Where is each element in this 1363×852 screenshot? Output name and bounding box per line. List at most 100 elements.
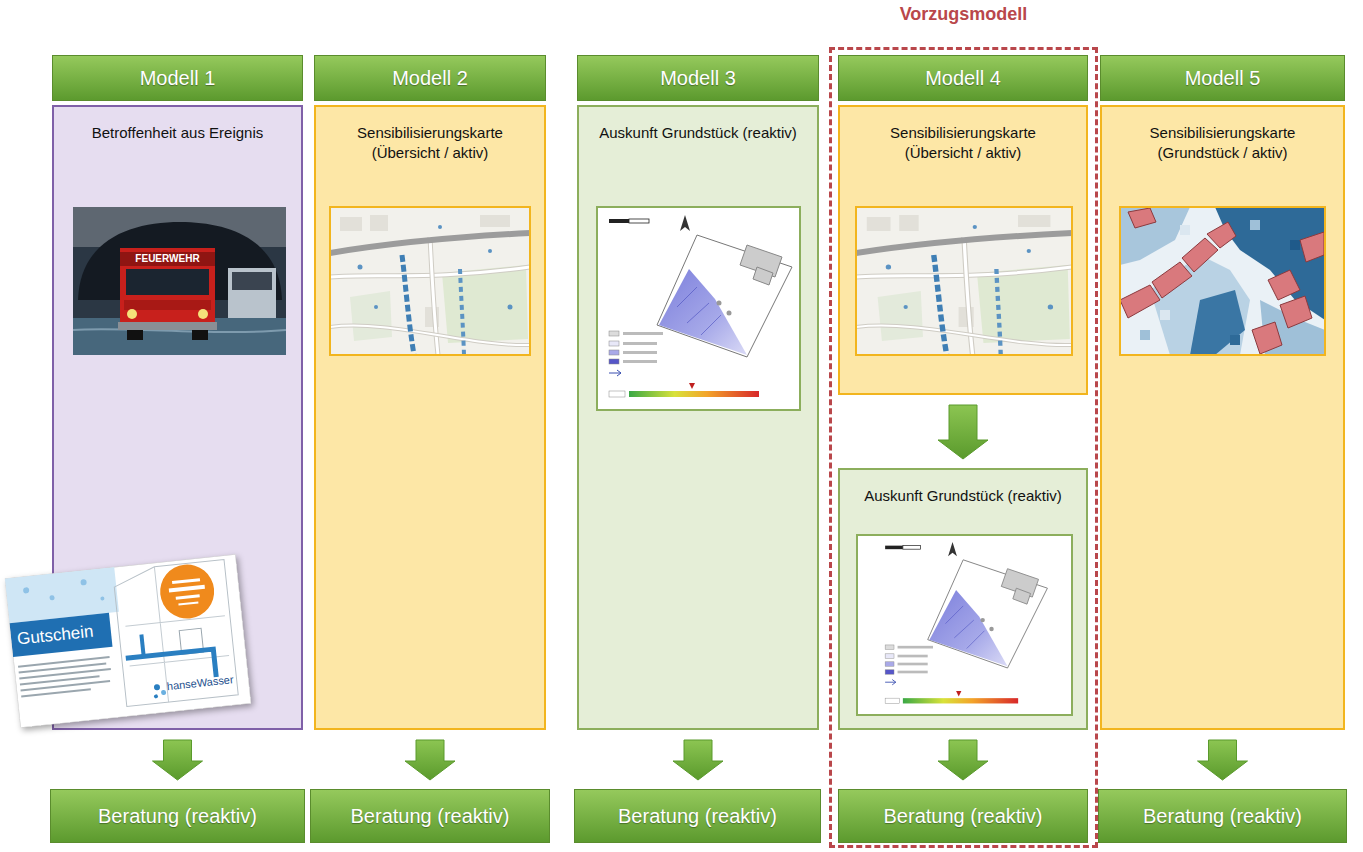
illustration-rect: [21, 688, 91, 697]
map-panel: Sensibilisierungskarte (Übersicht / akti…: [314, 105, 546, 730]
illustration-rect: [169, 585, 205, 593]
illustration-rect: [118, 322, 217, 330]
flow-arrow: [938, 740, 988, 780]
illustration-circle: [127, 309, 137, 319]
illustration-path: [78, 222, 282, 300]
illustration-path: [1215, 207, 1325, 320]
illustration-circle: [23, 587, 30, 594]
header-text: Modell 5: [1185, 67, 1261, 90]
model-header: Modell 2: [314, 55, 546, 101]
box-text: Beratung (reaktiv): [618, 805, 777, 828]
flow-arrow: [153, 740, 203, 780]
panel-title: Betroffenheit aus Ereignis: [75, 123, 281, 143]
model-header: Modell 4: [838, 55, 1088, 101]
illustration-circle: [49, 595, 54, 600]
illustration-circle: [161, 690, 166, 695]
illustration-circle: [100, 596, 104, 600]
consulting-box: Beratung (reaktiv): [310, 789, 550, 843]
map-panel: Sensibilisierungskarte (Grundstück / akt…: [1100, 105, 1345, 730]
map-overview: [330, 207, 530, 355]
illustration-path: [1182, 238, 1218, 272]
illustration-rect: [1250, 220, 1260, 230]
illustration-rect: [330, 207, 530, 355]
flow-arrow: [405, 740, 455, 780]
illustration-rect: [232, 272, 272, 290]
illustration-path: [1280, 296, 1312, 328]
preferred-model-frame: VorzugsmodellModell 4Sensibilisierungska…: [829, 47, 1098, 848]
illustration-circle: [154, 684, 161, 691]
illustration-circle: [80, 579, 87, 586]
panel-title: Sensibilisierungskarte (Übersicht / akti…: [860, 123, 1066, 162]
illustration-rect: [1120, 207, 1325, 355]
illustration-rect: [20, 680, 110, 691]
map-panel: Sensibilisierungskarte (Übersicht / akti…: [838, 105, 1088, 395]
consulting-box: Beratung (reaktiv): [50, 789, 305, 843]
illustration-path: [1190, 290, 1245, 355]
panel-title: Sensibilisierungskarte (Übersicht / akti…: [327, 123, 533, 162]
flow-arrow: [938, 405, 988, 459]
box-text: Beratung (reaktiv): [1143, 805, 1302, 828]
model-header: Modell 3: [577, 55, 819, 101]
illustration-rect: [228, 268, 276, 318]
illustration-rect: [127, 330, 143, 340]
illustration-path: [1128, 208, 1156, 228]
illustration-rect: [73, 318, 286, 355]
illustration-path: [1120, 207, 1190, 265]
voucher-card: GutscheinhanseWasser: [5, 554, 251, 727]
illustration-path: [1150, 255, 1250, 355]
flow-arrow: [1198, 740, 1248, 780]
illustration-path: [1260, 300, 1325, 355]
illustration-use: [609, 215, 792, 397]
consulting-box: Beratung (reaktiv): [574, 789, 821, 843]
header-text: Modell 3: [660, 67, 736, 90]
illustration-use: [856, 207, 1072, 355]
map-overview: [856, 207, 1072, 355]
illustration-path: [73, 329, 286, 332]
illustration-rect: [9, 613, 112, 657]
illustration-path: [1268, 270, 1300, 300]
illustration-rect: [1160, 310, 1170, 320]
illustration-path: [1152, 262, 1192, 298]
illustration-circle: [198, 309, 208, 319]
model-header: Modell 5: [1100, 55, 1345, 101]
box-text: Beratung (reaktiv): [884, 805, 1043, 828]
illustration-rect: [1230, 335, 1240, 345]
illustration-rect: [856, 207, 1072, 355]
vehicle-lettering: FEUERWEHR: [120, 252, 215, 266]
illustration-g: [1120, 208, 1324, 354]
frame-title: Vorzugsmodell: [832, 4, 1095, 25]
parcel-risk-map: [1120, 207, 1325, 355]
panel-title: Sensibilisierungskarte (Grundstück / akt…: [1120, 123, 1326, 162]
plot-map: [857, 535, 1072, 715]
illustration-rect: [73, 207, 286, 355]
illustration-rect: [597, 207, 800, 410]
illustration-path: [1300, 232, 1324, 262]
model-header: Modell 1: [52, 55, 303, 101]
illustration-path: [141, 635, 143, 657]
illustration-path: [1207, 222, 1236, 248]
label-holder: FEUERWEHR: [120, 252, 215, 266]
box-text: Beratung (reaktiv): [98, 805, 257, 828]
illustration-rect: [172, 578, 200, 584]
illustration-rect: [19, 662, 107, 673]
box-text: Beratung (reaktiv): [351, 805, 510, 828]
illustration-rect: [1180, 225, 1190, 235]
illustration-rect: [126, 269, 209, 295]
illustration-rect: [120, 248, 215, 328]
illustration-path: [1252, 322, 1282, 354]
illustration-rect: [5, 554, 251, 727]
illustration-circle: [154, 694, 158, 698]
fire-photo: [73, 207, 286, 355]
consulting-box: Beratung (reaktiv): [1098, 789, 1347, 843]
illustration-rect: [1290, 240, 1300, 250]
illustration-rect: [857, 535, 1072, 715]
plot-map: [597, 207, 800, 410]
illustration-rect: [1120, 207, 1325, 355]
illustration-circle: [157, 562, 216, 621]
illustration-rect: [1140, 330, 1150, 340]
illustration-rect: [19, 668, 111, 680]
parcel-panel: Auskunft Grundstück (reaktiv): [838, 468, 1088, 730]
illustration-rect: [73, 207, 286, 247]
header-text: Modell 1: [140, 67, 216, 90]
